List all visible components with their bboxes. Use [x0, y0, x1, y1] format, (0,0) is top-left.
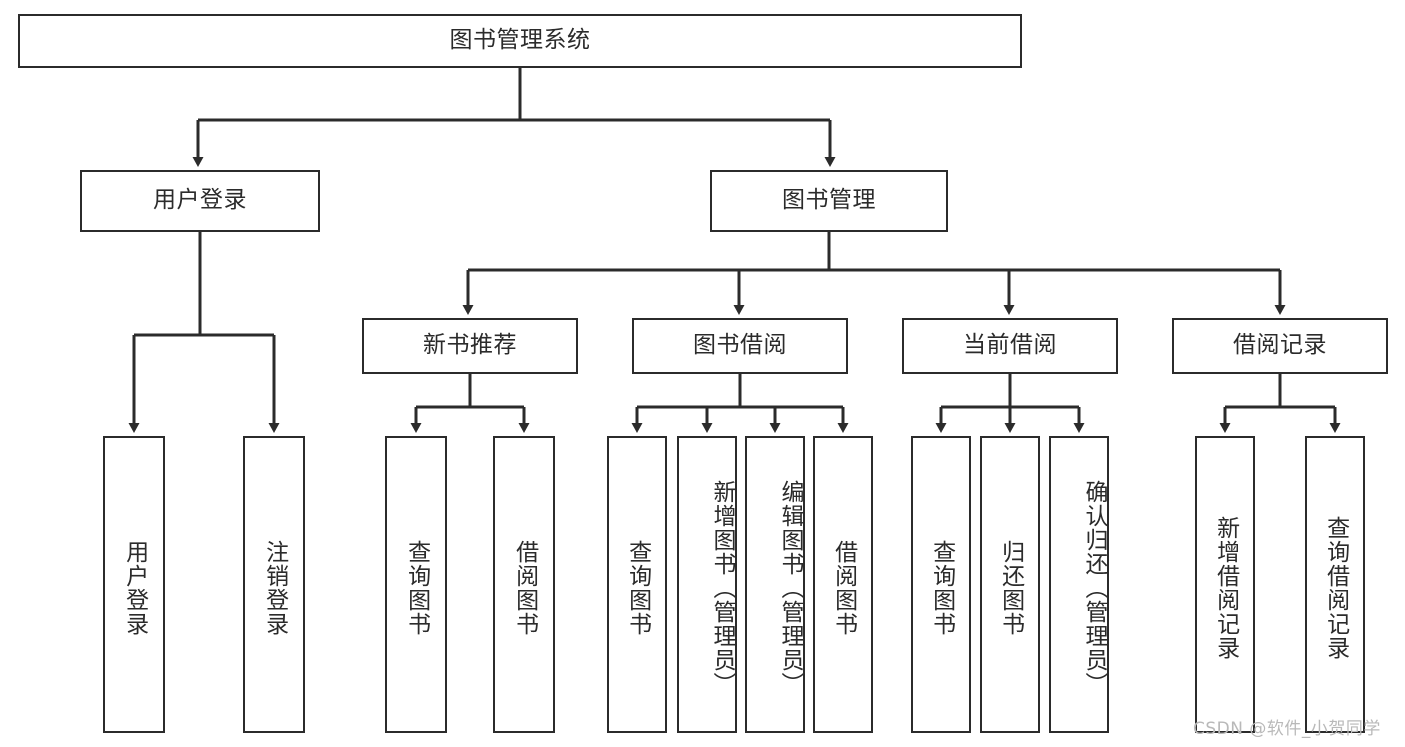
node-user-login[interactable]: 用户登录: [80, 170, 320, 232]
leaf-current-borrow-query-book[interactable]: 查询图书: [911, 436, 971, 733]
leaf-book-borrow-edit-book-admin[interactable]: 编辑图书（管理员）: [745, 436, 805, 733]
node-root-book-management-system[interactable]: 图书管理系统: [18, 14, 1022, 68]
leaf-new-book-query-book[interactable]: 查询图书: [385, 436, 447, 733]
leaf-book-borrow-query-book[interactable]: 查询图书: [607, 436, 667, 733]
leaf-user-login-logout[interactable]: 注销登录: [243, 436, 305, 733]
leaf-borrow-record-query-record[interactable]: 查询借阅记录: [1305, 436, 1365, 733]
node-book-borrow[interactable]: 图书借阅: [632, 318, 848, 374]
leaf-borrow-record-add-record[interactable]: 新增借阅记录: [1195, 436, 1255, 733]
node-current-borrow[interactable]: 当前借阅: [902, 318, 1118, 374]
leaf-current-borrow-return-book[interactable]: 归还图书: [980, 436, 1040, 733]
leaf-current-borrow-confirm-return-admin[interactable]: 确认归还（管理员）: [1049, 436, 1109, 733]
leaf-book-borrow-add-book-admin[interactable]: 新增图书（管理员）: [677, 436, 737, 733]
node-borrow-record[interactable]: 借阅记录: [1172, 318, 1388, 374]
node-book-management[interactable]: 图书管理: [710, 170, 948, 232]
leaf-user-login-login[interactable]: 用户登录: [103, 436, 165, 733]
csdn-watermark: CSDN @软件_小贺同学: [1193, 719, 1381, 739]
node-new-book-recommend[interactable]: 新书推荐: [362, 318, 578, 374]
leaf-new-book-borrow-book[interactable]: 借阅图书: [493, 436, 555, 733]
leaf-book-borrow-borrow-book[interactable]: 借阅图书: [813, 436, 873, 733]
